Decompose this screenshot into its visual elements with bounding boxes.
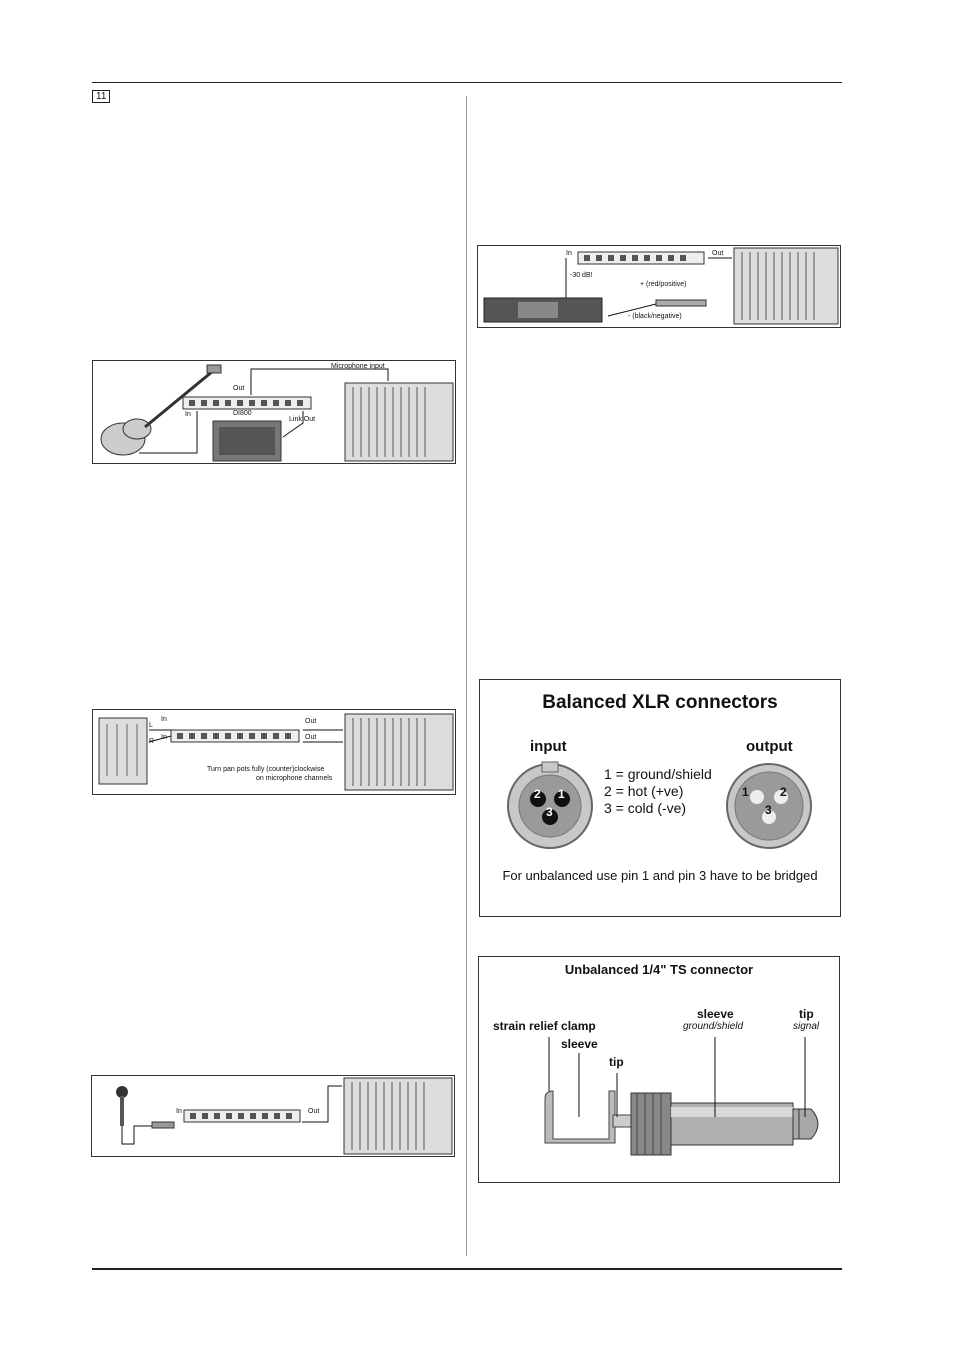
figure-xlr-connectors: Balanced XLR connectors input output 2 1… [479,679,841,917]
label-out: Out [712,250,724,257]
label-tip-left: tip [609,1055,624,1069]
xlr-output-pin2: 2 [780,785,787,799]
label-out-2: Out [305,734,317,741]
bottom-rule [92,1268,842,1270]
label-model: DI800 [233,410,252,417]
guitar-diagram [100,364,454,462]
label-in: In [185,411,191,418]
label-sleeve-right-sub: ground/shield [683,1021,744,1032]
figure-ts-connector: Unbalanced 1/4" TS connector strain reli… [478,956,840,1183]
figure-amp-setup: In Out -30 dB! + (red/positive) - (black… [477,245,841,328]
xlr-input-pin3: 3 [546,805,553,819]
label-r: R [149,738,155,745]
label-negative: - (black/negative) [628,313,682,320]
label-mic-input: Microphone input [331,363,385,370]
label-in-r: In [161,734,167,741]
label-in: In [176,1108,182,1115]
pin1-description: 1 = ground/shield [604,766,712,782]
label-out: Out [233,385,245,392]
top-rule [92,82,842,83]
label-out: Out [308,1108,320,1115]
amp-diagram [483,247,839,325]
page-number: 11 [92,90,111,103]
label-in: In [566,250,572,257]
ts-connector-drawing [544,1037,819,1156]
ts-title: Unbalanced 1/4" TS connector [564,962,754,977]
keyboard-diagram [98,713,454,791]
xlr-input-label: input [530,738,567,755]
xlr-input-pin1: 1 [558,787,565,801]
column-divider [466,96,467,1256]
figure-guitar-setup: Out In DI800 Link Out Microphone input [92,360,456,464]
xlr-pin-legend: 1 = ground/shield 2 = hot (+ve) 3 = cold… [604,766,712,817]
label-tip-right-sub: signal [793,1021,820,1032]
label-out-1: Out [305,718,317,725]
xlr-title: Balanced XLR connectors [542,692,778,713]
label-sleeve-right: sleeve [697,1007,734,1021]
pan-note-line1: Turn pan pots fully (counter)clockwise [207,766,325,773]
pin3-description: 3 = cold (-ve) [604,800,687,816]
figure-keyboard-setup: In L In R Out Out Turn pan pots fully (c… [92,709,456,795]
xlr-input-pin2: 2 [534,787,541,801]
figure-mic-setup: In Out [91,1075,455,1157]
label-in-l: In [161,716,167,723]
label-strain-relief: strain relief clamp [493,1019,596,1033]
xlr-output-pin3: 3 [765,803,772,817]
xlr-footer-note: For unbalanced use pin 1 and pin 3 have … [502,868,818,883]
pan-note-line2: on microphone channels [256,775,333,782]
xlr-output-pin1: 1 [742,785,749,799]
pin2-description: 2 = hot (+ve) [604,783,684,799]
xlr-output-label: output [746,738,793,755]
mic-diagram [116,1077,453,1155]
label-positive: + (red/positive) [640,281,687,288]
label-sleeve-left: sleeve [561,1037,598,1051]
label-link-out: Link Out [289,416,316,423]
xlr-connector-drawings [507,761,812,849]
label-l: L [149,722,153,729]
label-tip-right: tip [799,1007,814,1021]
label-pad: -30 dB! [570,272,593,279]
